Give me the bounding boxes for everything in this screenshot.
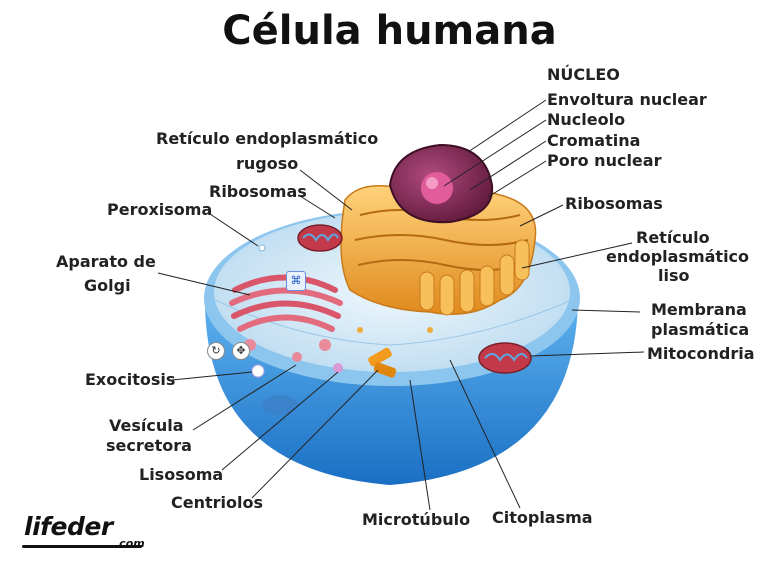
label-aparato-line1: Aparato de xyxy=(56,252,156,271)
label-peroxisoma: Peroxisoma xyxy=(107,200,213,219)
label-cromatina: Cromatina xyxy=(547,131,641,150)
move-icon[interactable]: ✥ xyxy=(232,342,250,360)
label-citoplasma: Citoplasma xyxy=(492,508,593,527)
label-mitocondria: Mitocondria xyxy=(647,344,755,363)
label-exocitosis: Exocitosis xyxy=(85,370,176,389)
rotate-icon[interactable]: ↻ xyxy=(207,342,225,360)
label-lisosoma: Lisosoma xyxy=(139,465,224,484)
endoplasmic-reticulum xyxy=(340,184,537,316)
translate-icon[interactable]: ⌘ xyxy=(286,271,306,291)
label-membrana-line2: plasmática xyxy=(651,320,750,339)
label-vesicula-line1: Vesícula xyxy=(109,416,184,435)
label-microtubulo: Microtúbulo xyxy=(362,510,471,529)
label-nucleolo: Nucleolo xyxy=(547,110,626,129)
vesicles xyxy=(251,244,433,378)
lifeder-logo-suffix: .com xyxy=(115,537,145,550)
label-reticulo-liso-line3: liso xyxy=(658,266,690,285)
leader-lines xyxy=(157,99,645,511)
mitochondrion-lower xyxy=(262,395,298,415)
mitochondrion-right xyxy=(478,342,532,374)
golgi-apparatus xyxy=(229,274,343,362)
label-envoltura-nuclear: Envoltura nuclear xyxy=(547,90,707,109)
centrioles xyxy=(368,347,397,378)
page-title: Célula humana xyxy=(222,8,557,54)
label-reticulo-rugoso-line2: rugoso xyxy=(236,154,299,173)
label-ribosomas-left: Ribosomas xyxy=(209,182,307,201)
label-aparato-line2: Golgi xyxy=(84,276,131,295)
label-reticulo-rugoso-line1: Retículo endoplasmático xyxy=(156,129,379,148)
label-reticulo-liso-line2: endoplasmático xyxy=(606,247,750,266)
label-reticulo-liso-line1: Retículo xyxy=(636,228,710,247)
nucleus xyxy=(388,143,494,224)
lifeder-logo-underline xyxy=(22,545,142,548)
label-ribosomas-right: Ribosomas xyxy=(565,194,663,213)
label-vesicula-line2: secretora xyxy=(106,436,192,455)
mitochondrion-top xyxy=(297,224,343,252)
label-centriolos: Centriolos xyxy=(171,493,263,512)
lifeder-logo: lifeder xyxy=(24,512,113,541)
label-membrana-line1: Membrana xyxy=(651,300,747,319)
label-poro-nuclear: Poro nuclear xyxy=(547,151,662,170)
label-nucleo: NÚCLEO xyxy=(547,65,620,84)
